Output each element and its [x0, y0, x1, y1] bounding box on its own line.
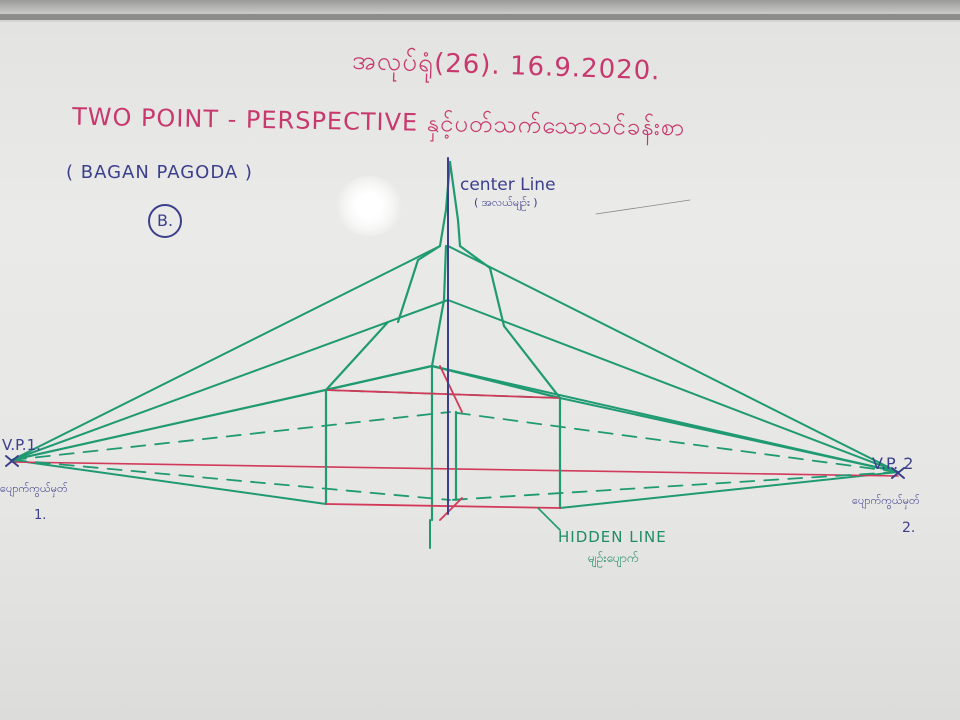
vp2-label: V.P. 2: [872, 454, 914, 473]
vp-markers: [5, 455, 905, 479]
red-edges: [325, 365, 561, 521]
stray-mark: [595, 199, 691, 215]
center-line-label-my: ( အလယ်မျဉ်း ): [474, 196, 538, 209]
hidden-line-label: HIDDEN LINE: [558, 528, 667, 546]
hidden-line-label-my: မျဉ်းပျောက်: [588, 551, 639, 565]
light-glare: [336, 176, 402, 236]
subject-label: ( BAGAN PAGODA ): [66, 162, 253, 183]
hidden-line-pointer: [537, 507, 561, 531]
pagoda-base-box: [324, 364, 562, 522]
vp2-label-my: ပျောက်ကွယ်မှတ်: [852, 494, 920, 507]
vp2-construction-lines: [431, 245, 899, 509]
whiteboard-edge: [0, 14, 960, 20]
vp1-label-my: ပျောက်ကွယ်မှတ်: [0, 482, 68, 495]
section-label: B.: [148, 204, 182, 238]
vp1-label: V.P.1.: [2, 436, 41, 454]
vp2-number: 2.: [902, 520, 916, 536]
vp1-number: 1.: [34, 508, 47, 523]
center-line-label: center Line: [460, 175, 556, 195]
